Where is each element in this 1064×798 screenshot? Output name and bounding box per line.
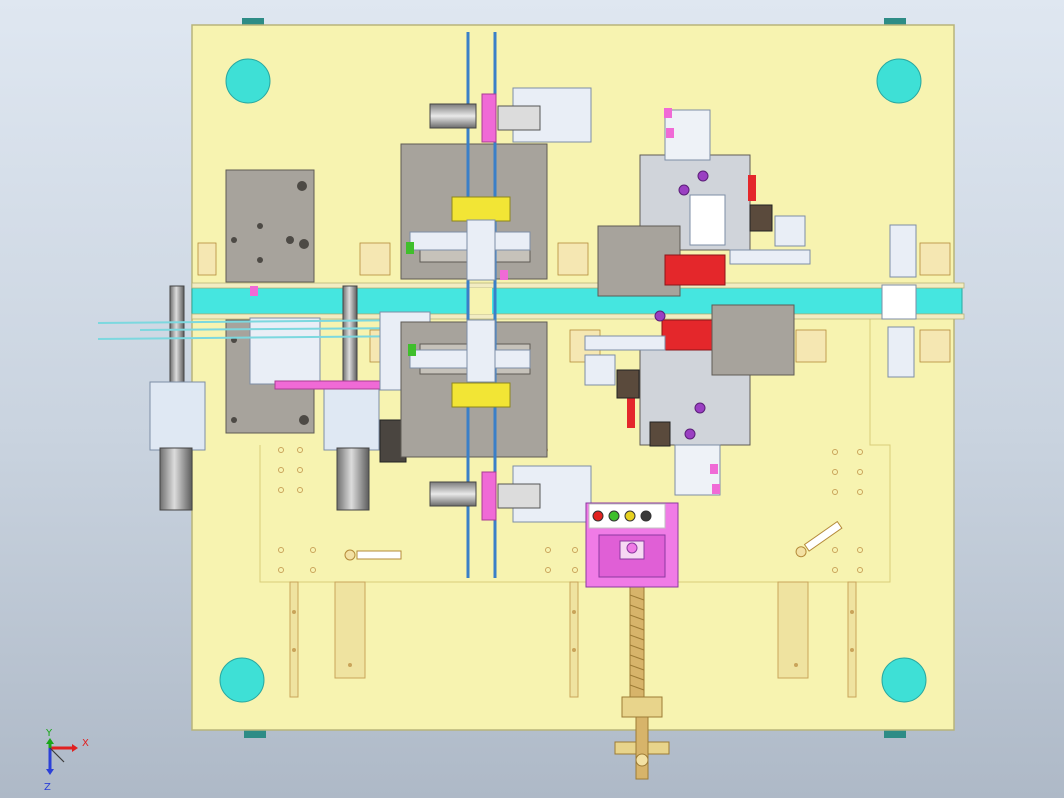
left-feeder-module[interactable] xyxy=(97,169,431,511)
corner-clamp xyxy=(244,728,266,738)
cutter-block[interactable] xyxy=(451,382,511,408)
servo-motor[interactable] xyxy=(336,447,370,511)
cutter-block[interactable] xyxy=(451,196,511,222)
servo-motor[interactable] xyxy=(159,447,193,511)
right-rotary-head[interactable] xyxy=(250,108,811,496)
locating-hole xyxy=(881,657,927,703)
locating-hole xyxy=(876,58,922,104)
control-box[interactable] xyxy=(585,502,679,588)
y-axis-label: Y xyxy=(45,728,53,739)
air-cylinder[interactable] xyxy=(169,285,185,387)
lever-handle[interactable] xyxy=(344,549,402,561)
status-light-icon xyxy=(640,510,652,522)
conveyor-track[interactable] xyxy=(191,282,965,320)
corner-clamp xyxy=(242,18,264,28)
status-light-icon xyxy=(608,510,620,522)
status-light-icon xyxy=(592,510,604,522)
lever-handle[interactable] xyxy=(794,520,843,559)
lower-motor[interactable] xyxy=(429,481,477,507)
right-end-bracket[interactable] xyxy=(881,224,917,378)
central-winding-unit[interactable] xyxy=(400,32,592,578)
locating-hole xyxy=(219,657,265,703)
corner-clamp xyxy=(884,18,906,28)
leadscrew[interactable] xyxy=(614,584,670,780)
status-light-icon xyxy=(624,510,636,522)
x-axis-label: X xyxy=(82,738,89,749)
corner-clamp xyxy=(884,728,906,738)
locating-hole xyxy=(225,58,271,104)
coordinate-triad-icon: X Y Z xyxy=(44,728,89,793)
upper-motor[interactable] xyxy=(429,103,477,129)
z-axis-label: Z xyxy=(44,782,51,793)
